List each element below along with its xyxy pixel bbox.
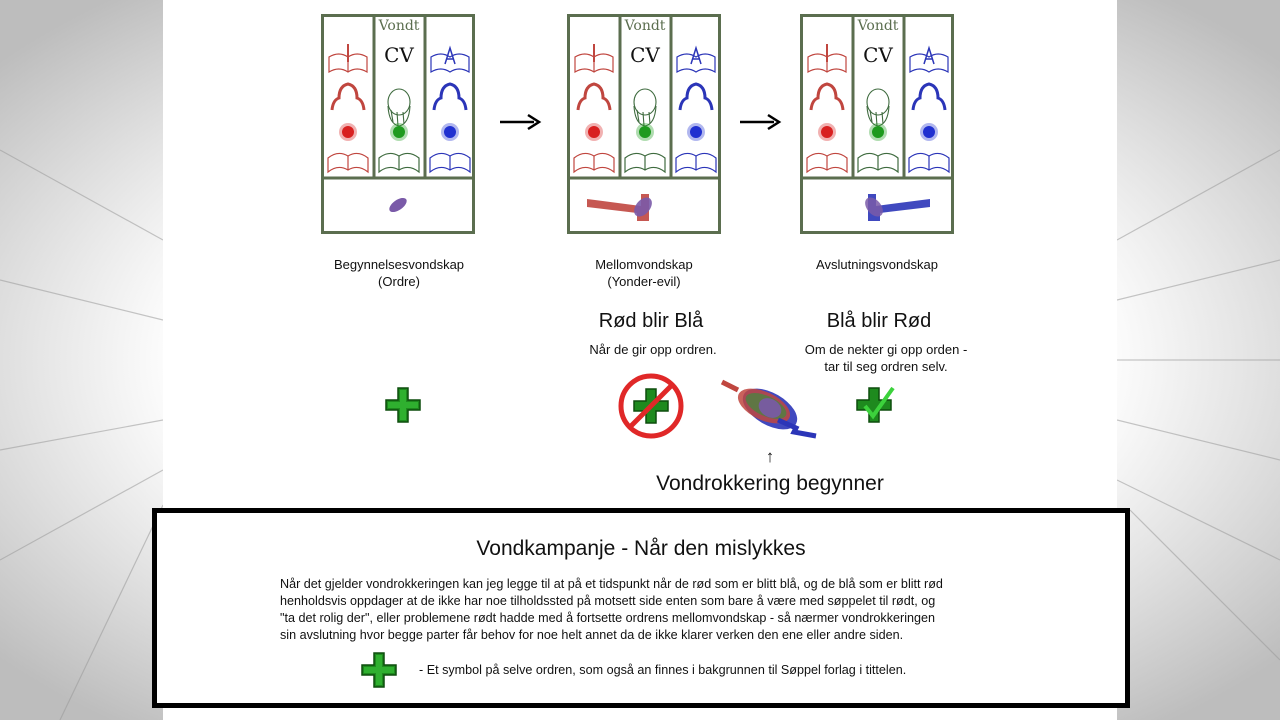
purple-seed-mark — [389, 197, 407, 213]
blue-orb-icon — [441, 123, 459, 141]
red-figure-icon — [576, 82, 612, 111]
green-plus-icon — [385, 387, 421, 423]
body-line: "ta det rolig der", eller problemene rød… — [280, 611, 936, 625]
explanation-box: Vondkampanje - Når den mislykkes Når det… — [152, 508, 1130, 708]
cv-label: CV — [863, 43, 893, 67]
caption-mellom: Mellomvondskap (Yonder-evil) — [544, 256, 744, 290]
red-open-book-icon — [327, 152, 369, 174]
caption-line: Avslutningsvondskap — [816, 257, 938, 272]
green-orb-icon — [390, 123, 408, 141]
vondt-label: Vondt — [624, 18, 666, 34]
caption-begynnelse: Begynnelsesvondskap (Ordre) — [299, 256, 499, 290]
subtext-line: Om de nekter gi opp orden - — [804, 342, 968, 357]
red-open-book-icon — [573, 152, 615, 174]
caption-line: (Ordre) — [378, 274, 420, 289]
panel-graphic — [567, 14, 721, 234]
right-arrow-icon — [740, 113, 782, 131]
red-orb-icon — [339, 123, 357, 141]
subtext-line: tar til seg ordren selv. — [824, 359, 948, 374]
caption-line: Mellomvondskap — [595, 257, 693, 272]
swirl-icon — [720, 379, 817, 439]
body-line: Når det gjelder vondrokkeringen kan jeg … — [280, 577, 943, 591]
green-open-book-icon — [378, 152, 420, 174]
red-figure-icon — [330, 82, 366, 111]
blue-figure-icon — [432, 82, 468, 111]
blue-open-book-icon — [908, 152, 950, 174]
red-book-sword-icon — [328, 44, 368, 74]
green-orb-icon — [636, 123, 654, 141]
red-open-book-icon — [806, 152, 848, 174]
up-arrow-icon: ↑ — [765, 447, 775, 466]
blue-figure-icon — [678, 82, 714, 111]
vondt-label: Vondt — [378, 18, 420, 34]
panel-graphic — [321, 14, 475, 234]
blue-open-book-icon — [675, 152, 717, 174]
green-orb-icon — [869, 123, 887, 141]
panel-mellom: Vondt CV — [567, 14, 721, 234]
subtext-line: Når de gir opp ordren. — [589, 342, 717, 357]
prohibited-plus-icon — [618, 373, 684, 439]
blue-book-letter-icon — [676, 45, 716, 74]
blue-book-letter-icon — [909, 45, 949, 74]
panel-avslutning: Vondt CV — [800, 14, 954, 234]
red-bracket-mark — [587, 194, 652, 221]
transition-subtext: Når de gir opp ordren. — [543, 341, 763, 358]
cv-label: CV — [384, 43, 414, 67]
red-book-sword-icon — [574, 44, 614, 74]
explanation-body: Når det gjelder vondrokkeringen kan jeg … — [280, 576, 1080, 644]
green-open-book-icon — [624, 152, 666, 174]
body-line: sin avslutning hvor begge parter får beh… — [280, 628, 904, 642]
caption-avslutning: Avslutningsvondskap — [777, 256, 977, 273]
green-open-book-icon — [857, 152, 899, 174]
red-orb-icon — [585, 123, 603, 141]
vondrokkering-label: Vondrokkering begynner — [656, 472, 884, 495]
transition-heading: Blå blir Rød — [826, 310, 932, 332]
caption-line: Begynnelsesvondskap — [333, 257, 465, 272]
blue-orb-icon — [687, 123, 705, 141]
explanation-title: Vondkampanje - Når den mislykkes — [476, 537, 806, 560]
transition-subtext: Om de nekter gi opp orden - tar til seg … — [776, 341, 996, 375]
red-orb-icon — [818, 123, 836, 141]
red-book-sword-icon — [807, 44, 847, 74]
red-figure-icon — [809, 82, 845, 111]
body-line: henholdsvis oppdager at de ikke har noe … — [280, 594, 936, 608]
blue-bracket-mark — [865, 194, 930, 221]
cv-label: CV — [630, 43, 660, 67]
legend-text: - Et symbol på selve ordren, som også an… — [419, 663, 907, 677]
blue-orb-icon — [920, 123, 938, 141]
right-arrow-icon — [500, 113, 542, 131]
panel-begynnelse: Vondt CV — [321, 14, 475, 234]
panel-graphic — [800, 14, 954, 234]
blue-book-letter-icon — [430, 45, 470, 74]
vondt-label: Vondt — [857, 18, 899, 34]
checked-plus-icon — [856, 386, 895, 423]
blue-figure-icon — [911, 82, 947, 111]
caption-line: (Yonder-evil) — [607, 274, 681, 289]
blue-open-book-icon — [429, 152, 471, 174]
green-plus-icon — [361, 652, 397, 688]
transition-heading: Rød blir Blå — [598, 310, 704, 332]
